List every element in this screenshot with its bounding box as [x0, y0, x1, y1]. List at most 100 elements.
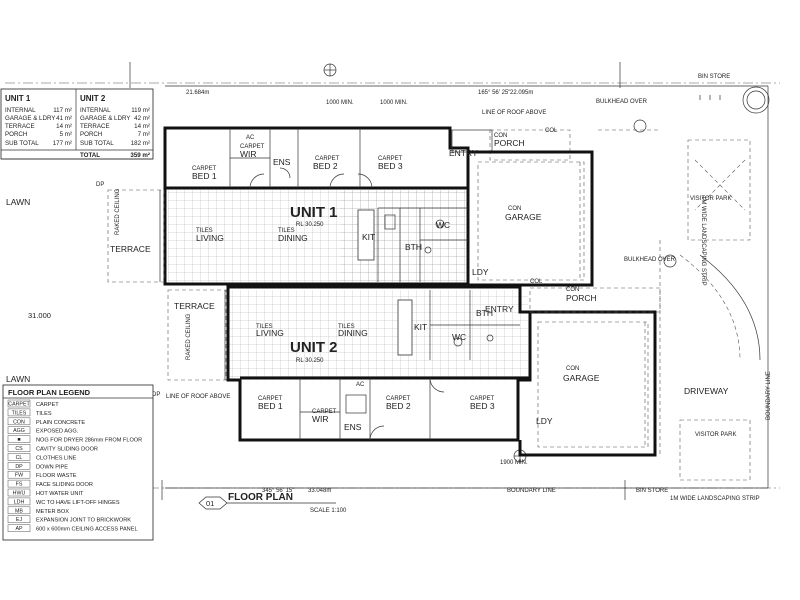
- area-schedule-table: UNIT 1 UNIT 2 INTERNAL 117 m² GARAGE & L…: [0, 88, 154, 160]
- legend-code: CS: [15, 446, 23, 452]
- legend-code: LDH: [14, 499, 25, 505]
- area-u1-value: 5 m²: [60, 131, 72, 138]
- legend-description: CAVITY SLIDING DOOR: [36, 447, 98, 453]
- area-u1-label: GARAGE & LDRY: [5, 115, 55, 122]
- u1-ldy-label: LDY: [472, 267, 489, 277]
- legend-code: FW: [15, 473, 23, 479]
- legend-description: EXPOSED AGG.: [36, 429, 79, 435]
- u1-bed2-finish: CARPET: [315, 156, 340, 162]
- legend-description: CARPET: [36, 402, 59, 408]
- area-u2-value: 119 m²: [131, 107, 150, 114]
- driveway-label: DRIVEWAY: [684, 386, 729, 396]
- bearing-bottom: 345° 56' 15": [262, 488, 294, 494]
- legend-description: CLOTHES LINE: [36, 455, 77, 461]
- legend-code-box: [7, 426, 31, 434]
- u1-bed1-finish: CARPET: [192, 166, 217, 172]
- u1-ens-label: ENS: [273, 157, 291, 167]
- legend-code: MB: [15, 508, 23, 514]
- u2-wc-label: WC: [452, 332, 466, 342]
- u1-dining-label: DINING: [278, 233, 308, 243]
- legend-code-box: [7, 444, 31, 452]
- u1-bed1-label: BED 1: [192, 171, 217, 181]
- legend-description: FLOOR WASTE: [36, 473, 77, 479]
- ac-label-2: AC: [356, 382, 365, 388]
- u2-porch-finish: CON: [566, 287, 579, 293]
- u2-entry-label: ENTRY: [485, 304, 514, 314]
- ac-label-1: AC: [246, 135, 255, 141]
- area-u2-value: 42 m²: [134, 115, 150, 122]
- area-u2-value: 7 m²: [138, 131, 150, 138]
- u1-living-finish: TILES: [196, 228, 213, 234]
- dim-21684: 21.684m: [186, 90, 209, 96]
- u2-bed2-finish: CARPET: [386, 396, 411, 402]
- u1-bed3-finish: CARPET: [378, 156, 403, 162]
- roof-above-top: LINE OF ROOF ABOVE: [482, 110, 546, 116]
- legend-code: CON: [13, 419, 25, 425]
- u2-ldy-label: LDY: [536, 416, 553, 426]
- col-label-u2: COL: [530, 279, 543, 285]
- legend-description: DOWN PIPE: [36, 464, 68, 470]
- u2-ens-label: ENS: [344, 422, 362, 432]
- legend-description: METER BOX: [36, 509, 69, 515]
- u1-bed2-label: BED 2: [313, 161, 338, 171]
- u1-wir-finish: CARPET: [240, 144, 265, 150]
- visitor-park-top: VISITOR PARK: [690, 196, 731, 202]
- area-unit2-title: UNIT 2: [80, 94, 106, 103]
- legend-code-box: [7, 488, 31, 497]
- area-u2-label: SUB TOTAL: [80, 140, 114, 147]
- bearing-top: 165° 56' 25": [478, 90, 510, 96]
- legend-code-box: [7, 470, 31, 479]
- legend-code: CL: [16, 455, 23, 461]
- u1-kit-label: KIT: [362, 232, 375, 242]
- u1-dining-finish: TILES: [278, 228, 295, 234]
- dp-label-2: DP: [152, 392, 160, 398]
- dp-label-1: DP: [96, 182, 104, 188]
- u2-wir-label: WIR: [312, 414, 329, 424]
- legend-description: FACE SLIDING DOOR: [36, 482, 93, 488]
- u1-rl-label: RL 30.250: [296, 222, 324, 228]
- u2-living-label: LIVING: [256, 328, 284, 338]
- area-u1-value: 117 m²: [53, 107, 72, 114]
- area-u1-label: PORCH: [5, 131, 27, 138]
- min-1000-b: 1000 MIN.: [380, 100, 408, 106]
- title-floor-plan: FLOOR PLAN: [228, 492, 293, 503]
- u1-bth-label: BTH: [405, 242, 422, 252]
- u2-porch-label: PORCH: [566, 293, 597, 303]
- legend-code-box: [7, 453, 31, 461]
- drawing-title-block: 01 FLOOR PLAN SCALE 1:100: [198, 492, 347, 514]
- legend-code: ■: [17, 437, 20, 443]
- legend-code-box: [7, 435, 31, 443]
- legend-code-box: [7, 506, 31, 515]
- u2-wir-finish: CARPET: [312, 409, 337, 415]
- u2-dining-finish: TILES: [338, 324, 355, 330]
- u2-rl-label: RL 30.250: [296, 358, 324, 364]
- boundary-line-right: BOUNDARY LINE: [766, 371, 772, 420]
- area-u1-value: 14 m²: [56, 123, 72, 130]
- legend-description: NOG FOR DRYER 286mm FROM FLOOR: [36, 438, 142, 444]
- legend-code-box: [7, 515, 31, 523]
- area-u1-value: 41 m²: [56, 115, 72, 122]
- area-u1-label: SUB TOTAL: [5, 140, 39, 147]
- u1-wir-label: WIR: [240, 149, 257, 159]
- u1-porch-finish: CON: [494, 133, 507, 139]
- area-u2-value: 14 m²: [134, 123, 150, 130]
- u1-garage-finish: CON: [508, 206, 521, 212]
- boundary-line-bottom: BOUNDARY LINE: [507, 488, 556, 494]
- lawn-label-bottom: LAWN: [6, 374, 30, 384]
- title-number: 01: [206, 499, 214, 508]
- legend-code: AP: [15, 526, 23, 532]
- visitor-park-bottom: VISITOR PARK: [695, 432, 736, 438]
- u1-garage-label: GARAGE: [505, 212, 542, 222]
- bin-store-bottom: BIN STORE: [636, 488, 668, 494]
- legend-code: DP: [15, 464, 23, 470]
- unit-2-plan: [167, 285, 661, 457]
- area-unit1-title: UNIT 1: [5, 94, 31, 103]
- area-u2-value: 182 m²: [131, 140, 150, 147]
- area-u1-label: INTERNAL: [5, 107, 36, 114]
- legend-code-box: [7, 462, 31, 470]
- landscaping-strip-right: 1M WIDE LANDSCAPING STRIP: [700, 196, 706, 286]
- area-u1-value: 177 m²: [53, 140, 72, 147]
- u2-bth-label: BTH: [476, 308, 493, 318]
- legend-code-box: [7, 399, 31, 408]
